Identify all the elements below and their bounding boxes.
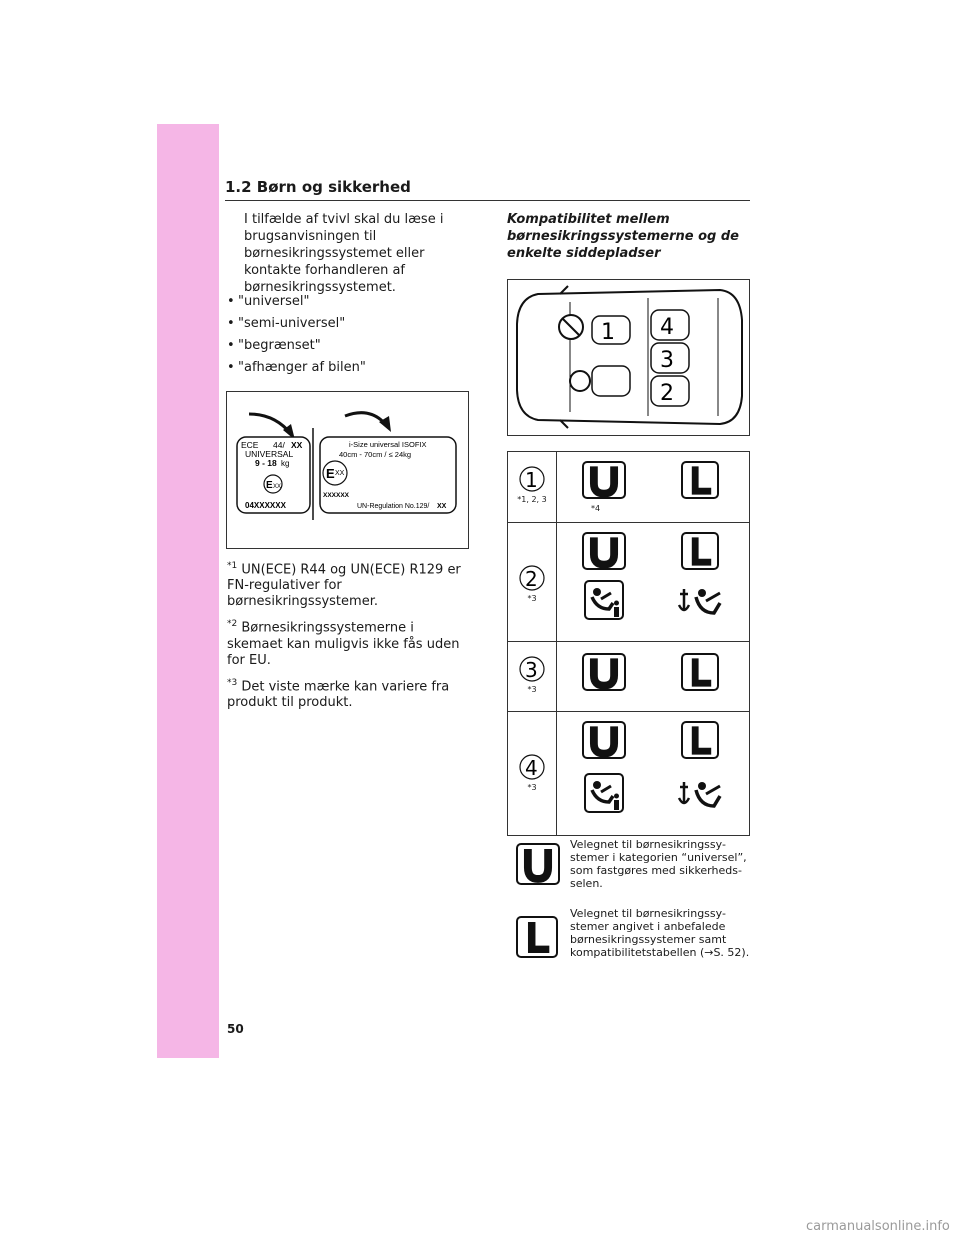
footnote: *2 Børnesikringssystemerne i skemaet kan…	[227, 619, 460, 668]
svg-text:UNIVERSAL: UNIVERSAL	[245, 449, 293, 459]
svg-text:3: 3	[660, 348, 674, 373]
header-divider	[225, 200, 750, 201]
svg-text:4: 4	[525, 756, 538, 780]
svg-text:i-Size universal ISOFIX: i-Size universal ISOFIX	[349, 440, 427, 449]
svg-text:UN-Regulation No.129/: UN-Regulation No.129/	[357, 503, 429, 510]
footnotes: *1 UN(ECE) R44 og UN(ECE) R129 er FN-reg…	[227, 558, 467, 717]
isofix-anchor-seat-icon	[676, 581, 726, 621]
seat-2	[650, 375, 690, 407]
universal-category-icon	[581, 460, 627, 500]
svg-text:XX: XX	[291, 440, 303, 450]
svg-text:40cm - 70cm / ≤ 24kg: 40cm - 70cm / ≤ 24kg	[339, 450, 411, 459]
isofix-anchor-seat-icon	[676, 774, 726, 814]
category-list: •"universel" •"semi-universel" •"begræns…	[227, 293, 366, 381]
e-mark-icon	[322, 460, 348, 486]
table-row: 1 *1, 2, 3 *4	[508, 452, 749, 523]
e-mark-icon	[263, 474, 283, 494]
svg-text:XX: XX	[335, 470, 345, 477]
svg-text:XXXXXX: XXXXXX	[323, 492, 350, 499]
universal-category-icon	[581, 652, 627, 692]
table-row: 4 *3	[508, 712, 749, 835]
svg-text:3: 3	[525, 658, 538, 682]
steering-wheel-icon	[569, 370, 591, 392]
svg-text:E: E	[266, 480, 273, 491]
car-top-view-illustration: 1 4 3 2	[516, 285, 743, 429]
svg-text:1: 1	[525, 468, 538, 492]
list-item: •"begrænset"	[227, 338, 321, 353]
intro-paragraph: I tilfælde af tvivl skal du læse i brugs…	[244, 212, 444, 295]
svg-text:kg: kg	[281, 459, 289, 468]
universal-category-icon	[581, 531, 627, 571]
footnote: *1 UN(ECE) R44 og UN(ECE) R129 er FN-reg…	[227, 561, 461, 610]
page-number: 50	[227, 1022, 244, 1036]
approval-labels-illustration: ECE 44/ XX UNIVERSAL 9 - 18 kg E XX 04XX…	[236, 411, 457, 520]
car-body	[516, 288, 743, 426]
watermark: carmanualsonline.info	[806, 1219, 950, 1234]
compatibility-title: Kompatibilitet mellem børnesikringssyste…	[507, 212, 739, 261]
list-item: •"semi-universel"	[227, 316, 346, 331]
seat-3	[650, 342, 690, 374]
isize-seat-icon	[583, 772, 625, 814]
footnote: *3 Det viste mærke kan variere fra produ…	[227, 677, 450, 710]
seat-4	[650, 309, 690, 341]
svg-text:4: 4	[660, 315, 674, 340]
svg-text:2: 2	[660, 381, 674, 406]
table-row: 3 *3	[508, 642, 749, 712]
restricted-category-icon	[680, 720, 720, 760]
svg-text:ECE: ECE	[241, 440, 259, 450]
list-item: •"afhænger af bilen"	[227, 360, 366, 375]
svg-text:XX: XX	[273, 484, 281, 490]
seat-1	[591, 315, 631, 345]
list-item: •"universel"	[227, 294, 310, 309]
approval-label-figure: ECE 44/ XX UNIVERSAL 9 - 18 kg E XX 04XX…	[226, 391, 469, 549]
restricted-category-icon	[680, 460, 720, 500]
arrow-head-icon	[283, 424, 295, 440]
table-row: 2 *3	[508, 523, 749, 642]
svg-text:2: 2	[525, 567, 538, 591]
universal-category-icon	[581, 720, 627, 760]
universal-category-icon	[515, 842, 561, 886]
svg-text:9 - 18: 9 - 18	[255, 458, 277, 468]
restricted-category-icon	[680, 531, 720, 571]
chapter-side-tab	[157, 124, 219, 1058]
car-seating-figure: 1 4 3 2	[507, 279, 750, 436]
svg-text:44/: 44/	[273, 440, 285, 450]
arrow-icon	[344, 411, 389, 427]
isize-label	[319, 436, 457, 514]
svg-text:04XXXXXX: 04XXXXXX	[245, 501, 287, 510]
arrow-head-icon	[379, 416, 391, 432]
restricted-category-icon	[680, 652, 720, 692]
section-header: 1.2 Børn og sikkerhed	[225, 178, 411, 196]
svg-text:XX: XX	[437, 503, 447, 510]
svg-text:E: E	[326, 466, 335, 481]
restricted-category-icon	[515, 915, 559, 959]
isize-seat-icon	[583, 579, 625, 621]
svg-text:1: 1	[601, 320, 615, 345]
seat-compatibility-table: 1 *1, 2, 3 *4 2 *3 3 *3 4 *3	[507, 451, 750, 836]
driver-seat	[591, 365, 631, 397]
